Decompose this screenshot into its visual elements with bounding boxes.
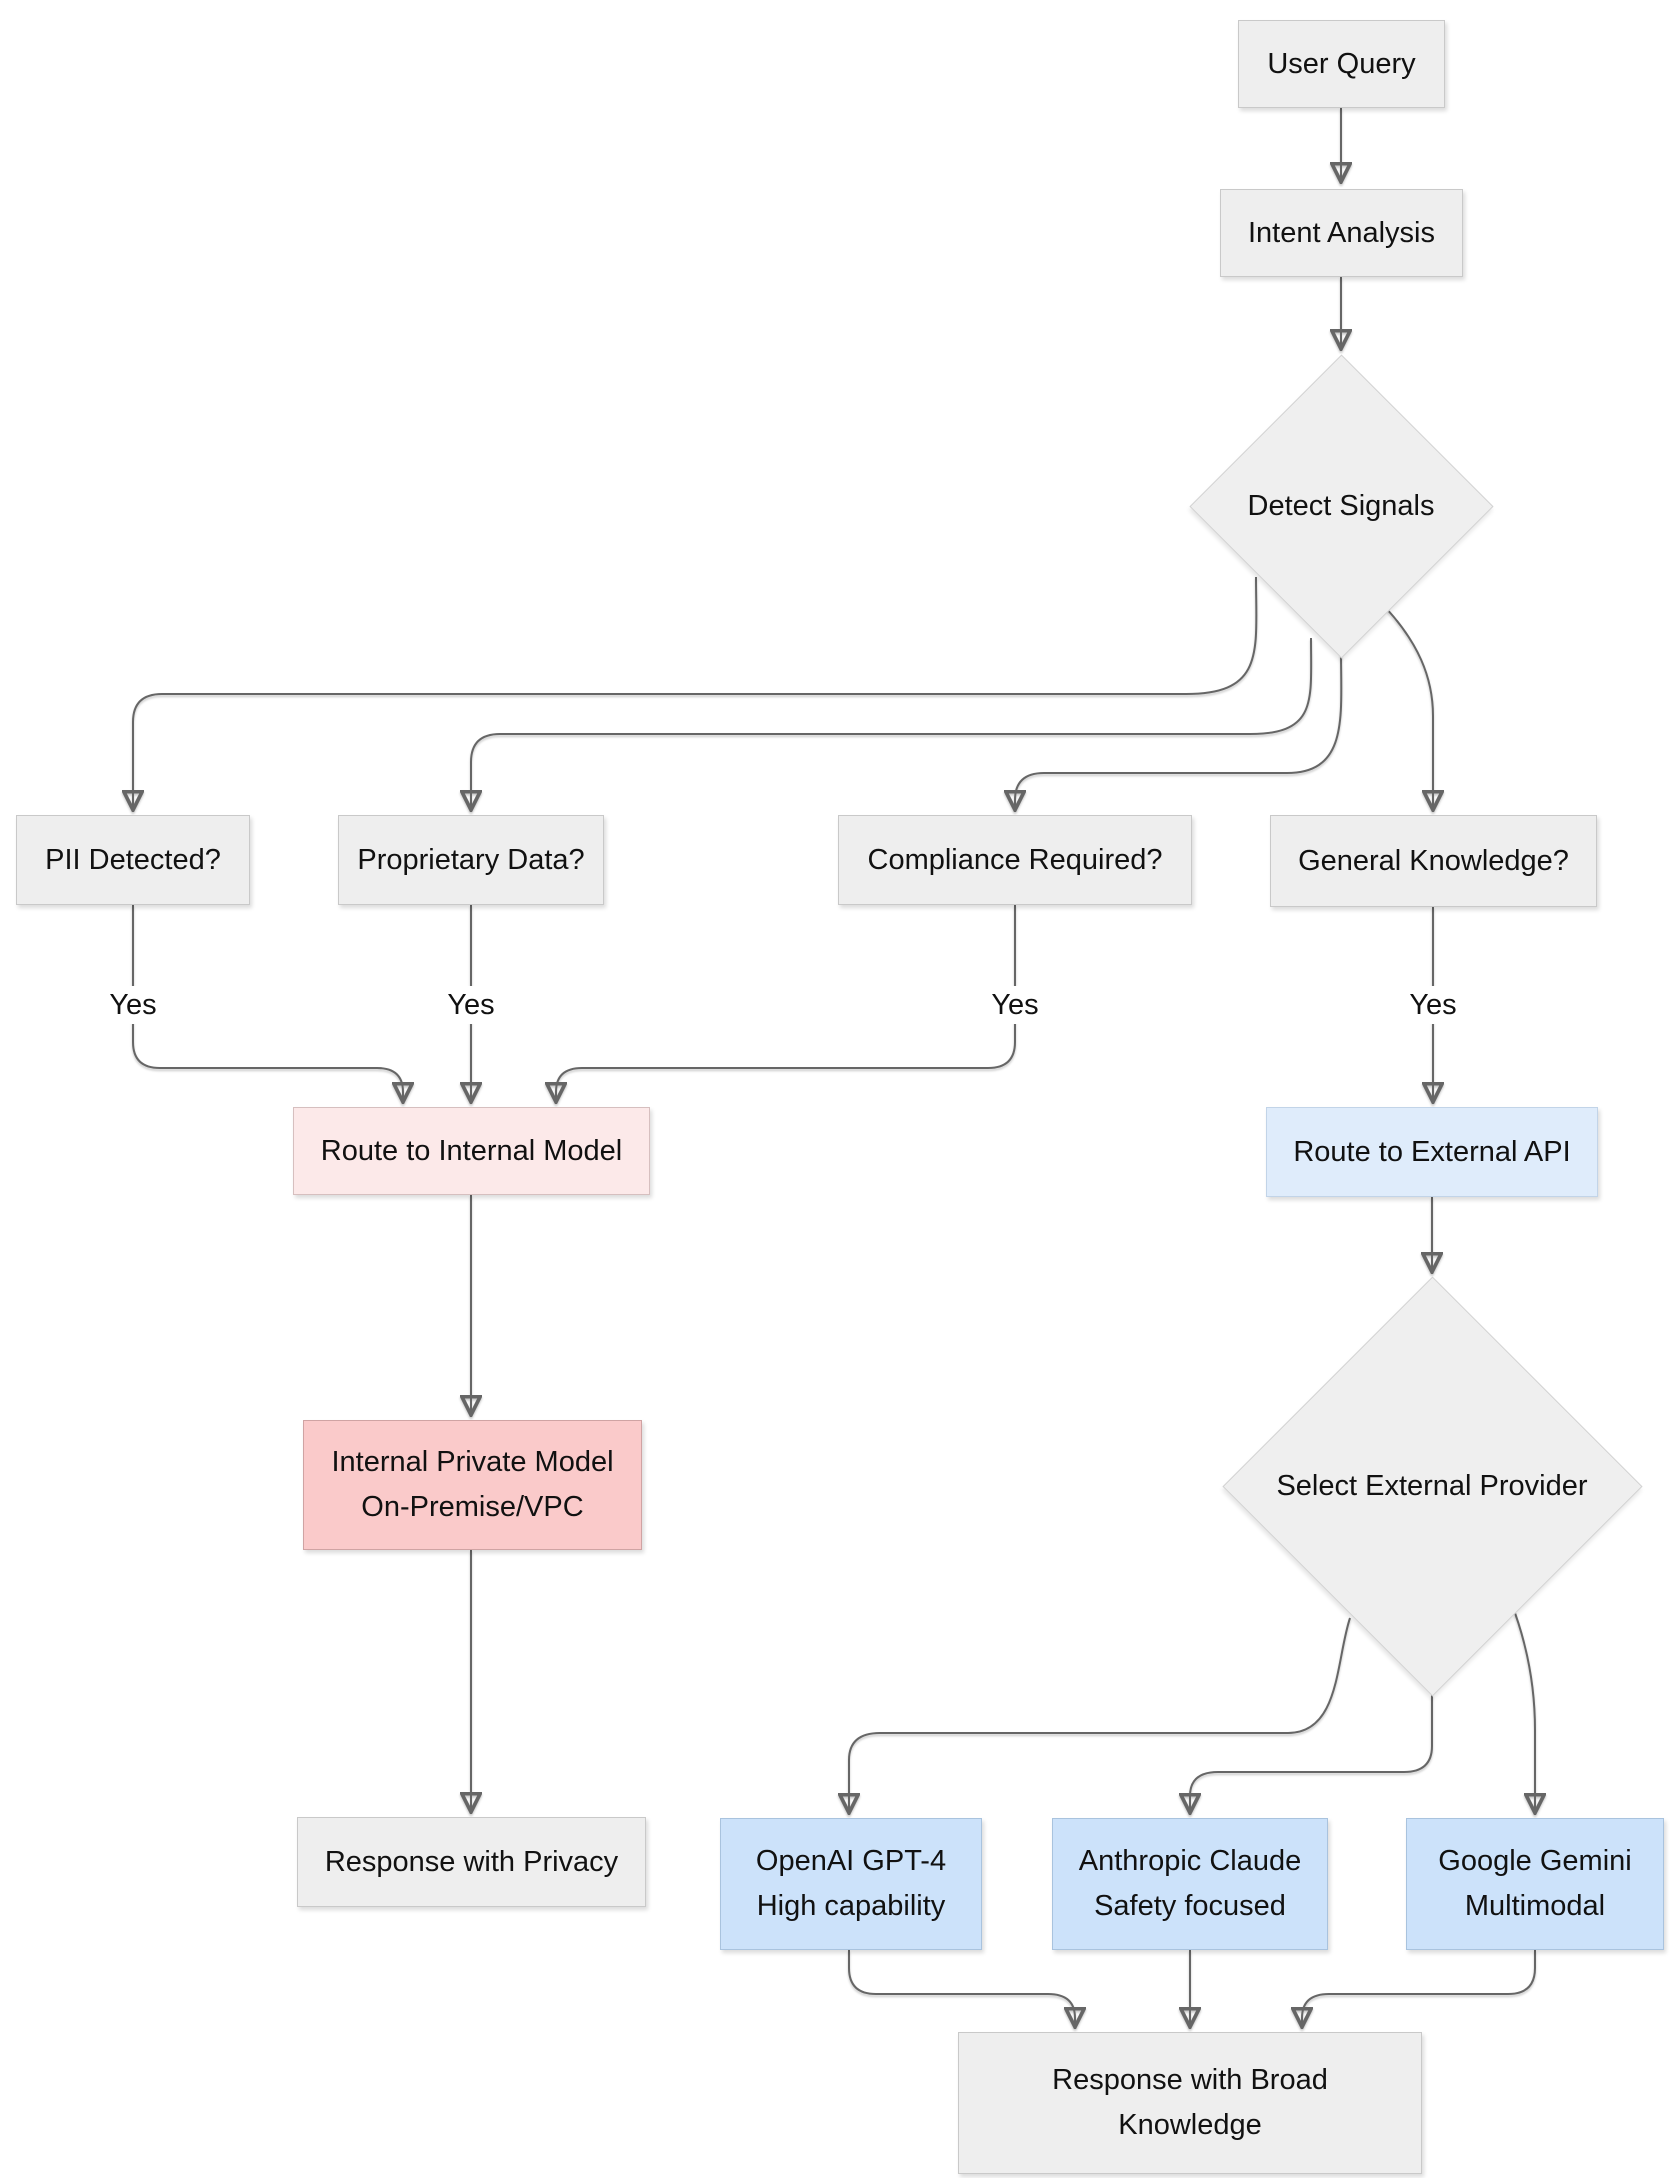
node-route-external: Route to External API [1266,1107,1598,1197]
node-compliance-required: Compliance Required? [838,815,1192,905]
node-internal-private-model: Internal Private Model On-Premise/VPC [303,1420,642,1550]
node-anthropic-claude-label2: Safety focused [1094,1890,1286,1922]
edge-label-yes-proprietary: Yes [437,986,505,1024]
node-pii-detected: PII Detected? [16,815,250,905]
edge-detect-signals-to-proprietary-data [471,637,1313,810]
node-response-privacy-label: Response with Privacy [324,1845,619,1878]
node-response-broad: Response with Broad Knowledge [958,2032,1422,2174]
node-google-gemini: Google Gemini Multimodal [1406,1818,1664,1950]
node-google-gemini-label2: Multimodal [1464,1890,1606,1922]
edge-select-provider-to-google [1514,1612,1535,1813]
node-proprietary-data: Proprietary Data? [338,815,604,905]
node-intent-analysis: Intent Analysis [1220,189,1463,277]
node-google-gemini-label: Google Gemini [1438,1845,1632,1877]
node-general-knowledge: General Knowledge? [1270,815,1597,907]
node-openai-gpt4-label: OpenAI GPT-4 [755,1845,947,1877]
edge-label-yes-pii: Yes [99,986,167,1024]
edge-select-provider-to-anthropic [1190,1695,1433,1813]
node-intent-analysis-label: Intent Analysis [1248,216,1435,249]
edge-label-yes-compliance: Yes [981,986,1049,1024]
edge-openai-to-response-broad [848,1950,1075,2027]
edge-detect-signals-to-general-knowledge [1385,607,1433,810]
node-proprietary-data-label: Proprietary Data? [357,843,585,876]
node-user-query: User Query [1238,20,1445,108]
node-anthropic-claude: Anthropic Claude Safety focused [1052,1818,1328,1950]
node-general-knowledge-label: General Knowledge? [1298,844,1569,877]
edge-pii-detected-to-route-internal [132,905,403,1102]
node-user-query-label: User Query [1267,47,1416,80]
node-detect-signals-label: Detect Signals [1247,490,1435,522]
edge-compliance-required-to-route-internal [556,905,1016,1102]
edge-select-provider-to-openai [849,1617,1351,1813]
node-internal-private-model-label: Internal Private Model [331,1446,614,1478]
edge-detect-signals-to-compliance-required [1015,651,1343,810]
node-response-privacy: Response with Privacy [297,1817,646,1907]
node-anthropic-claude-label: Anthropic Claude [1078,1845,1302,1877]
node-openai-gpt4-label2: High capability [756,1890,946,1922]
edge-detect-signals-to-pii-detected [133,576,1258,810]
node-select-external-provider-label: Select External Provider [1276,1470,1588,1502]
node-openai-gpt4: OpenAI GPT-4 High capability [720,1818,982,1950]
edge-google-to-response-broad [1302,1950,1536,2027]
node-route-internal: Route to Internal Model [293,1107,650,1195]
node-compliance-required-label: Compliance Required? [867,843,1163,876]
node-response-broad-label: Response with Broad [1052,2064,1328,2096]
node-route-external-label: Route to External API [1293,1135,1571,1168]
node-pii-detected-label: PII Detected? [45,843,221,876]
edge-label-yes-general: Yes [1399,986,1467,1024]
node-internal-private-model-label2: On-Premise/VPC [361,1491,584,1523]
node-route-internal-label: Route to Internal Model [320,1134,623,1167]
node-response-broad-label2: Knowledge [1118,2109,1262,2141]
